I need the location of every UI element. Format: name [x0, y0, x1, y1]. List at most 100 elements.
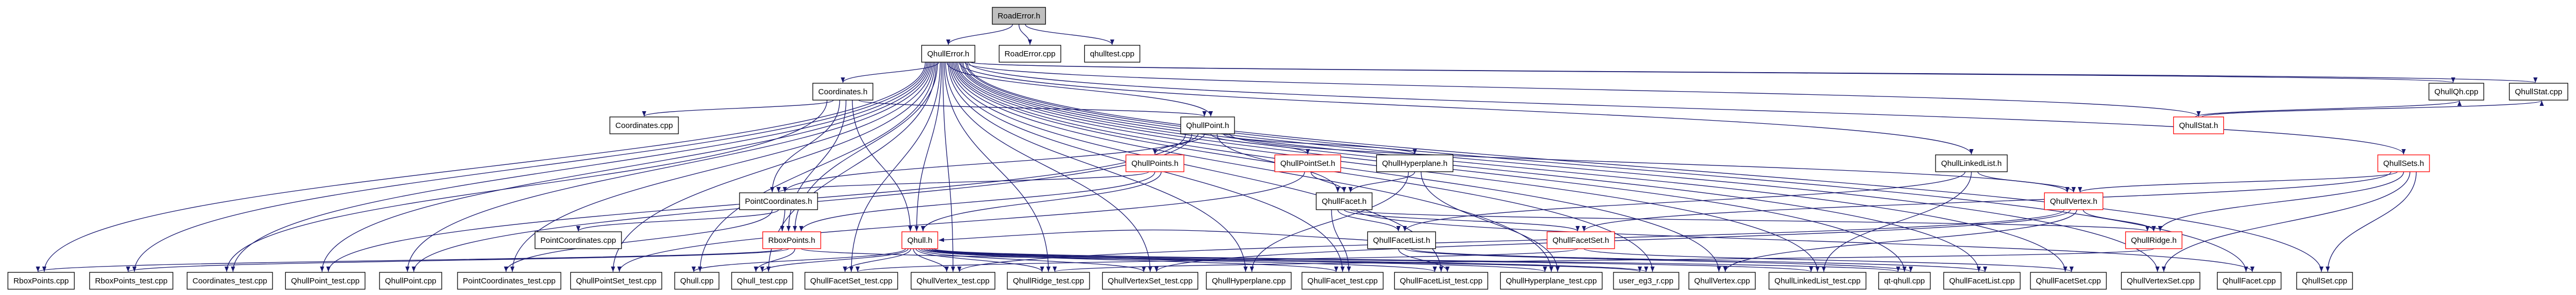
node-QhullRidge_h[interactable]: QhullRidge.h — [2125, 231, 2183, 249]
node-label: PointCoordinates_test.cpp — [463, 277, 556, 286]
node-RoadError_cpp[interactable]: RoadError.cpp — [998, 45, 1062, 63]
node-QhullFacetSet_test_cpp[interactable]: QhullFacetSet_test.cpp — [804, 272, 898, 290]
node-Qhull_test_cpp[interactable]: Qhull_test.cpp — [731, 272, 793, 290]
node-QhullVertex_test_cpp[interactable]: QhullVertex_test.cpp — [910, 272, 996, 290]
node-QhullFacet_h[interactable]: QhullFacet.h — [1316, 192, 1373, 210]
node-Qhull_cpp[interactable]: Qhull.cpp — [674, 272, 720, 290]
node-QhullVertex_cpp[interactable]: QhullVertex.cpp — [1688, 272, 1756, 290]
edge-QhullFacetList_h-to-QhullFacetList_test_cpp — [1398, 248, 1450, 272]
edge-Qhull_h-to-QhullRidge_test_cpp — [915, 248, 1044, 272]
node-Qhull_h[interactable]: Qhull.h — [901, 231, 938, 249]
edge-QhullError_h-to-QhullPointSet_test_cpp — [611, 62, 934, 272]
node-PointCoordinates_h[interactable]: PointCoordinates.h — [739, 192, 818, 210]
node-PointCoordinates_cpp[interactable]: PointCoordinates.cpp — [534, 231, 622, 249]
edge-RboxPoints_h-to-Qhull_test_cpp — [754, 248, 795, 272]
node-QhullVertex_h[interactable]: QhullVertex.h — [2044, 192, 2104, 210]
node-QhullFacetList_test_cpp[interactable]: QhullFacetList_test.cpp — [1394, 272, 1489, 290]
node-box — [1943, 272, 2021, 290]
graph-edges — [36, 24, 2544, 272]
node-label: qt-qhull.cpp — [1884, 277, 1925, 286]
node-label: QhullStat.cpp — [2515, 87, 2562, 96]
node-box — [187, 272, 273, 290]
node-QhullSet_cpp[interactable]: QhullSet.cpp — [2296, 272, 2353, 290]
node-Coordinates_h[interactable]: Coordinates.h — [812, 83, 873, 101]
edge-QhullError_h-to-Qhull_h — [915, 62, 942, 232]
node-label: QhullVertexSet.cpp — [2127, 277, 2194, 286]
node-qhulltest_cpp[interactable]: qhulltest.cpp — [1084, 45, 1141, 63]
node-PointCoordinates_test_cpp[interactable]: PointCoordinates_test.cpp — [457, 272, 561, 290]
node-box — [2428, 83, 2484, 101]
node-box — [7, 272, 75, 290]
node-QhullHyperplane_h[interactable]: QhullHyperplane.h — [1376, 154, 1454, 172]
node-QhullPoint_cpp[interactable]: QhullPoint.cpp — [379, 272, 442, 290]
node-user_eg3_r_cpp[interactable]: user_eg3_r.cpp — [1613, 272, 1679, 290]
node-QhullFacetList_cpp[interactable]: QhullFacetList.cpp — [1943, 272, 2021, 290]
node-label: QhullRidge_test.cpp — [1013, 277, 1084, 286]
node-QhullLinkedList_test_cpp[interactable]: QhullLinkedList_test.cpp — [1768, 272, 1867, 290]
edge-QhullSets_h-to-QhullSet_cpp — [2326, 171, 2417, 272]
node-QhullFacet_test_cpp[interactable]: QhullFacet_test.cpp — [1301, 272, 1384, 290]
edge-QhullVertex_h-to-QhullVertex_test_cpp — [957, 209, 2065, 272]
node-qt_qhull_cpp[interactable]: qt-qhull.cpp — [1878, 272, 1931, 290]
node-QhullError_h[interactable]: QhullError.h — [921, 45, 976, 63]
edge-QhullRidge_h-to-QhullRidge_test_cpp — [1053, 248, 2154, 272]
node-QhullLinkedList_h[interactable]: QhullLinkedList.h — [1935, 154, 2008, 172]
edge-QhullError_h-to-Coordinates_h — [841, 62, 939, 83]
node-QhullSets_h[interactable]: QhullSets.h — [2377, 154, 2430, 172]
node-QhullPoint_h[interactable]: QhullPoint.h — [1180, 116, 1235, 134]
node-RboxPoints_cpp[interactable]: RboxPoints.cpp — [7, 272, 75, 290]
node-QhullVertexSet_cpp[interactable]: QhullVertexSet.cpp — [2121, 272, 2201, 290]
node-label: QhullSets.h — [2383, 159, 2424, 168]
node-QhullPointSet_test_cpp[interactable]: QhullPointSet_test.cpp — [570, 272, 663, 290]
node-label: user_eg3_r.cpp — [1619, 277, 1673, 286]
node-QhullFacetSet_h[interactable]: QhullFacetSet.h — [1547, 231, 1615, 249]
node-box — [570, 272, 663, 290]
node-box-truncated — [1125, 154, 1184, 172]
node-box — [1367, 231, 1436, 249]
node-label: QhullError.h — [927, 50, 969, 58]
edge-RboxPoints_h-to-RboxPoints_test_cpp — [126, 248, 789, 272]
node-box — [1613, 272, 1679, 290]
node-QhullVertexSet_test_cpp[interactable]: QhullVertexSet_test.cpp — [1102, 272, 1199, 290]
edge-QhullPointSet_h-to-QhullFacet_h — [1310, 171, 1346, 193]
node-label: QhullFacetList.cpp — [1949, 277, 2015, 286]
node-QhullRidge_test_cpp[interactable]: QhullRidge_test.cpp — [1007, 272, 1090, 290]
node-box — [812, 83, 873, 101]
node-box-truncated — [2125, 231, 2183, 249]
node-box-truncated — [1547, 231, 1615, 249]
node-box — [910, 272, 996, 290]
node-QhullFacetList_h[interactable]: QhullFacetList.h — [1367, 231, 1436, 249]
edge-QhullError_h-to-QhullStat_h — [964, 62, 2201, 117]
node-RboxPoints_h[interactable]: RboxPoints.h — [762, 231, 821, 249]
node-box — [89, 272, 173, 290]
node-QhullStat_h[interactable]: QhullStat.h — [2173, 116, 2224, 134]
edge-QhullStat_h-to-QhullQh_cpp — [2195, 100, 2462, 117]
node-QhullPointSet_h[interactable]: QhullPointSet.h — [1274, 154, 1342, 172]
edge-QhullLinkedList_h-to-QhullFacetList_h — [1403, 171, 1966, 232]
node-Coordinates_test_cpp[interactable]: Coordinates_test.cpp — [187, 272, 273, 290]
node-QhullQh_cpp[interactable]: QhullQh.cpp — [2428, 83, 2484, 101]
node-box — [1180, 116, 1235, 134]
node-box — [1376, 154, 1454, 172]
node-QhullStat_cpp[interactable]: QhullStat.cpp — [2509, 83, 2569, 101]
node-QhullPoints_h[interactable]: QhullPoints.h — [1125, 154, 1184, 172]
node-label: Coordinates.h — [818, 87, 867, 96]
node-QhullFacet_cpp[interactable]: QhullFacet.cpp — [2217, 272, 2282, 290]
node-box-truncated — [2377, 154, 2430, 172]
edge-QhullLinkedList_h-to-QhullVertex_h — [1977, 171, 2076, 193]
node-QhullFacetSet_cpp[interactable]: QhullFacetSet.cpp — [2030, 272, 2107, 290]
edge-RoadError_h-to-QhullError_h — [946, 24, 1013, 45]
node-label: QhullFacetList.h — [1373, 236, 1430, 245]
node-label: RoadError.cpp — [1005, 50, 1056, 58]
node-QhullPoint_test_cpp[interactable]: QhullPoint_test.cpp — [285, 272, 366, 290]
node-box — [1768, 272, 1867, 290]
node-QhullHyperplane_cpp[interactable]: QhullHyperplane.cpp — [1206, 272, 1292, 290]
node-RboxPoints_test_cpp[interactable]: RboxPoints_test.cpp — [89, 272, 173, 290]
node-QhullHyperplane_test_cpp[interactable]: QhullHyperplane_test.cpp — [1500, 272, 1603, 290]
edge-Qhull_h-to-QhullFacetSet_test_cpp — [843, 248, 911, 272]
edge-QhullError_h-to-Coordinates_test_cpp — [231, 62, 929, 272]
node-label: QhullFacetSet_test.cpp — [810, 277, 892, 286]
node-Coordinates_cpp[interactable]: Coordinates.cpp — [609, 116, 679, 134]
node-label: QhullFacet_test.cpp — [1307, 277, 1377, 286]
